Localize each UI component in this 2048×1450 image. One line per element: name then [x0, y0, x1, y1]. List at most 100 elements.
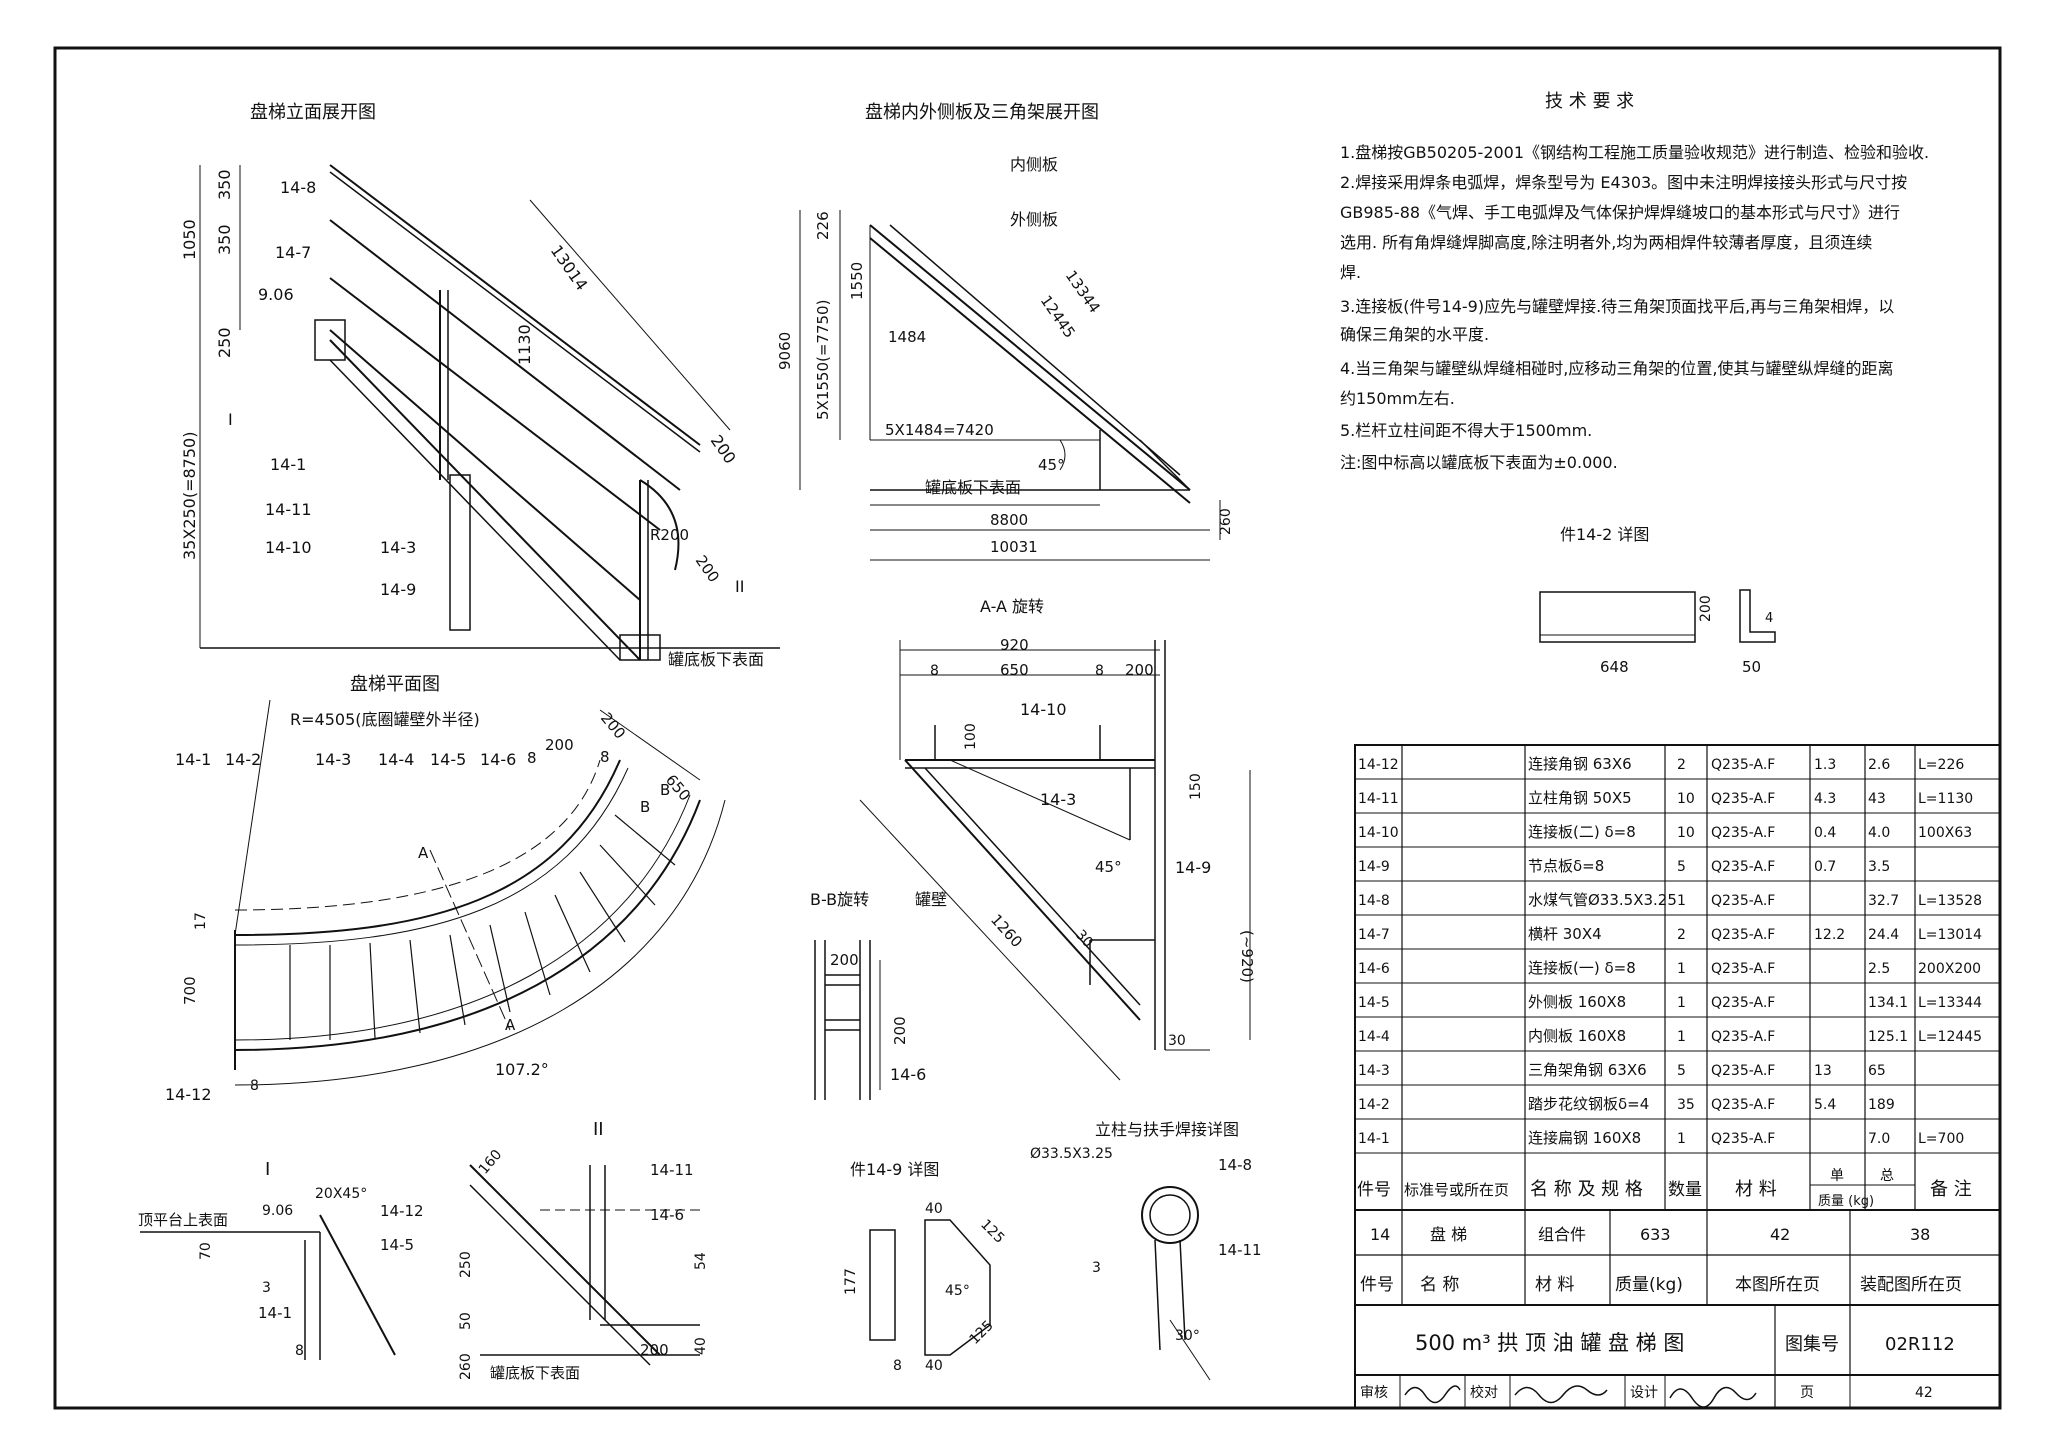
elev-dim-350b: 350	[215, 224, 234, 255]
bom-cell-total: 3.5	[1868, 859, 1890, 875]
bom-cell-part: 14-4	[1358, 1029, 1390, 1045]
weld-detail-view: 立柱与扶手焊接详图 Ø33.5X3.25 14-8 3 14-11 30°	[1030, 1120, 1262, 1381]
detail-i-weld-3: 3	[262, 1280, 271, 1296]
asm-part: 14	[1370, 1225, 1390, 1244]
bom-cell-total: 2.5	[1868, 961, 1890, 977]
bom-cell-part: 14-5	[1358, 995, 1390, 1011]
bom-cell-unit: 13	[1814, 1063, 1832, 1079]
pipe-outer	[1141, 1186, 1199, 1244]
bom-cell-name: 外侧板 160X8	[1528, 993, 1626, 1011]
bom-cell-material: Q235-A.F	[1711, 893, 1775, 909]
bom-cell-material: Q235-A.F	[1711, 1097, 1775, 1113]
page-number: 42	[1915, 1385, 1933, 1401]
aa-dim-8a: 8	[930, 663, 939, 679]
bb-callout-14-6: 14-6	[890, 1065, 926, 1084]
bom-cell-remark: 200X200	[1918, 961, 1981, 977]
bom-cell-total: 2.6	[1868, 757, 1890, 773]
tech-line-4: 选用. 所有角焊缝焊脚高度,除注明者外,均为两相焊件较薄者厚度，且须连续	[1340, 233, 1872, 252]
side-base-label: 罐底板下表面	[925, 478, 1021, 497]
elev-elevation-906: 9.06	[258, 285, 294, 304]
part-14-9-view: 件14-9 详图 40 125 177 45° 125 8 40	[843, 1160, 1007, 1374]
bb-title: B-B旋转	[810, 890, 869, 909]
bb-section-view: B-B旋转 罐壁 200 200 14-6	[810, 890, 947, 1100]
bb-dim-200b: 200	[891, 1016, 909, 1045]
asm-name: 盘 梯	[1430, 1225, 1467, 1244]
plan-angle-107: 107.2°	[495, 1060, 549, 1079]
aa-dim-100: 100	[963, 723, 979, 750]
elev-dim-200a: 200	[707, 431, 740, 467]
detail-ii-dim-260: 260	[458, 1353, 474, 1380]
elev-callout-I: I	[228, 410, 233, 429]
bom-cell-qty: 1	[1677, 961, 1686, 977]
plan-callout-14-12: 14-12	[165, 1085, 212, 1104]
asm-assembly-page: 38	[1910, 1225, 1930, 1244]
bom-cell-remark: L=700	[1918, 1131, 1964, 1147]
design-label: 设计	[1630, 1385, 1658, 1401]
bom-cell-material: Q235-A.F	[1711, 859, 1775, 875]
part-14-2-view: 件14-2 详图 200 4 648 50	[1539, 525, 1776, 676]
check-signature	[1514, 1385, 1608, 1404]
elev-dim-350a: 350	[215, 169, 234, 200]
plan-title: 盘梯平面图	[350, 674, 440, 695]
bom-cell-total: 43	[1868, 791, 1886, 807]
side-dim-260: 260	[1218, 508, 1234, 535]
bom-cell-name: 连接角钢 63X6	[1528, 755, 1632, 773]
asm-h-assembly-page: 装配图所在页	[1860, 1275, 1962, 1295]
bom-cell-qty: 10	[1677, 825, 1695, 841]
detail-i-callout-14-12: 14-12	[380, 1202, 424, 1220]
part-149-dim-125b: 125	[967, 1318, 997, 1348]
bom-cell-remark: L=12445	[1918, 1029, 1982, 1045]
detail-ii-base-label: 罐底板下表面	[490, 1364, 580, 1382]
detail-ii-view: II 160 14-11 14-6 250 54 50 260 200 40 罐…	[458, 1119, 709, 1382]
bom-cell-remark: L=1130	[1918, 791, 1973, 807]
bom-h-qty: 数量	[1668, 1180, 1702, 1200]
plan-callout-14-5: 14-5	[430, 750, 466, 769]
tech-title: 技 术 要 求	[1545, 91, 1634, 112]
bom-cell-part: 14-3	[1358, 1063, 1390, 1079]
detail-i-callout-14-1: 14-1	[258, 1304, 292, 1322]
weld-title: 立柱与扶手焊接详图	[1095, 1120, 1239, 1139]
bom-cell-material: Q235-A.F	[1711, 1131, 1775, 1147]
elev-dim-1130: 1130	[515, 324, 534, 365]
side-dim-226: 226	[814, 211, 832, 240]
aa-angle-45: 45°	[1095, 858, 1122, 876]
aa-title: A-A 旋转	[980, 597, 1044, 616]
side-dim-1484: 1484	[888, 328, 926, 346]
tech-line-8: 4.当三角架与罐壁纵焊缝相碰时,应移动三角架的位置,使其与罐壁纵焊缝的距离	[1340, 359, 1893, 378]
part-149-dim-40a: 40	[925, 1201, 943, 1217]
plan-callout-14-2: 14-2	[225, 750, 261, 769]
bom-cell-qty: 10	[1677, 791, 1695, 807]
bom-cell-total: 189	[1868, 1097, 1895, 1113]
bom-cell-part: 14-2	[1358, 1097, 1390, 1113]
bom-cell-part: 14-10	[1358, 825, 1399, 841]
part-149-title: 件14-9 详图	[850, 1160, 939, 1179]
asm-mass: 633	[1640, 1225, 1671, 1244]
bom-cell-material: Q235-A.F	[1711, 961, 1775, 977]
plan-section-a2: A	[505, 1016, 516, 1034]
bom-cell-remark: L=13528	[1918, 893, 1982, 909]
plan-dim-200: 200	[545, 736, 574, 754]
plan-section-a1: A	[418, 844, 429, 862]
elev-dim-1050: 1050	[180, 219, 199, 260]
side-outer-plate-label: 外侧板	[1010, 210, 1058, 229]
tech-line-6: 3.连接板(件号14-9)应先与罐壁焊接.待三角架顶面找平后,再与三角架相焊，以	[1340, 297, 1894, 316]
page-label: 页	[1800, 1385, 1814, 1401]
aa-dim-30b: 30	[1168, 1033, 1186, 1049]
detail-i-platform-label: 顶平台上表面	[138, 1211, 228, 1229]
side-dim-7420: 5X1484=7420	[885, 421, 994, 439]
bom-cell-unit: 1.3	[1814, 757, 1836, 773]
detail-ii-dim-200: 200	[640, 1341, 669, 1359]
bom-cell-total: 32.7	[1868, 893, 1899, 909]
asm-h-material: 材 料	[1535, 1275, 1574, 1295]
side-dim-9060: 9060	[776, 332, 794, 370]
asm-h-mass: 质量(kg)	[1615, 1275, 1683, 1295]
bom-cell-material: Q235-A.F	[1711, 1063, 1775, 1079]
bom-cell-qty: 2	[1677, 927, 1686, 943]
detail-i-callout-14-5: 14-5	[380, 1236, 414, 1254]
aa-callout-14-9: 14-9	[1175, 858, 1211, 877]
part-149-dim-40b: 40	[925, 1358, 943, 1374]
detail-ii-dim-160: 160	[476, 1147, 505, 1178]
side-plate-title: 盘梯内外侧板及三角架展开图	[865, 102, 1099, 123]
